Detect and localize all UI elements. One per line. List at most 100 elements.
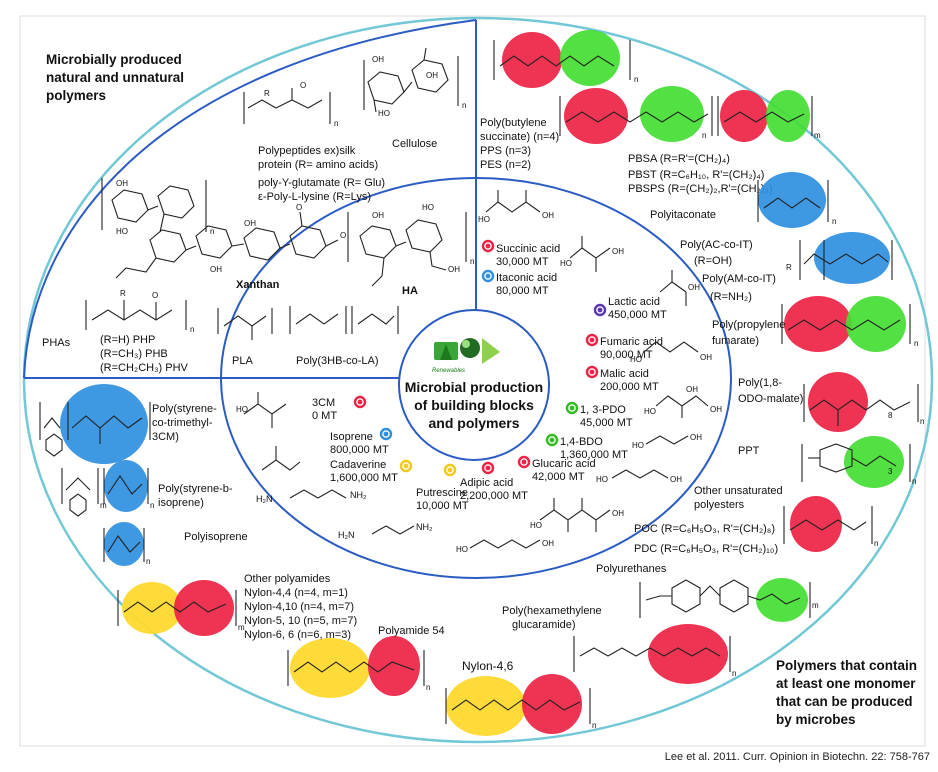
polypeptide-line-3: poly-Y-glutamate (R= Glu) xyxy=(258,177,385,189)
other-polyamide-line-2: Nylon-4,4 (n=4, m=1) xyxy=(244,587,348,599)
building-block-name-2: Lactic acid xyxy=(608,296,660,308)
pla-structure xyxy=(217,308,273,340)
glucaric-acid-structure xyxy=(539,498,611,532)
lactic-oh: OH xyxy=(688,283,700,292)
bottom-right-title-line-4: by microbes xyxy=(776,712,856,727)
center-title-line-1: Microbial production xyxy=(405,379,543,395)
phas-label: PHAs xyxy=(42,337,71,349)
podo-structure xyxy=(803,372,919,432)
3cm-structure xyxy=(243,392,287,428)
pha-variant-2: (R=CH₃) PHB xyxy=(100,348,168,360)
malic-acid-structure xyxy=(655,395,709,418)
building-block-name-10: Cadaverine xyxy=(330,459,386,471)
cadaverine-h2n: H₂N xyxy=(256,494,273,504)
putrescine-structure xyxy=(371,525,415,535)
building-block-dot-core-7 xyxy=(521,459,527,465)
pbs-line-1: Poly(butylene xyxy=(480,117,547,129)
polyisoprene-n: n xyxy=(146,557,150,566)
xanthan-o-2: O xyxy=(340,231,346,240)
building-block-name-12: 3CM xyxy=(312,397,335,409)
polypeptide-structure xyxy=(243,88,331,124)
cellulose-n: n xyxy=(462,101,466,110)
polyisoprene-label: Polyisoprene xyxy=(184,531,248,543)
pbs-line-2: succinate) (n=4) xyxy=(480,131,559,143)
unsat-line-2: polyesters xyxy=(694,499,745,511)
ppf-line-1: Poly(propylene xyxy=(712,319,785,331)
polypeptide-n: n xyxy=(334,119,338,128)
top-left-title-line-3: polymers xyxy=(46,88,106,103)
xanthan-o-1: O xyxy=(296,203,302,212)
ha-oh: OH xyxy=(372,211,384,220)
citation: Lee et al. 2011. Curr. Opinion in Biotec… xyxy=(665,751,930,763)
polyamide54-structure xyxy=(287,636,425,698)
ppt-3: 3 xyxy=(888,467,893,476)
phg-line-2: glucaramide) xyxy=(512,619,576,631)
ppf-n: n xyxy=(914,339,918,348)
pdo-structure xyxy=(645,435,689,445)
malic-ho: HO xyxy=(644,407,656,416)
building-block-name-8: Adipic acid xyxy=(460,477,513,489)
pdo-oh: OH xyxy=(690,433,702,442)
nylon46-n: n xyxy=(592,721,596,730)
pbsa-n: n xyxy=(702,131,706,140)
poly-ac-it-line-1: Poly(AC-co-IT) xyxy=(680,239,753,251)
psi-line-2: isoprene) xyxy=(158,497,204,509)
pbsa-line-3: PBSPS (R=(CH₂)₂,R'=(CH₂)₃) xyxy=(628,183,773,195)
pha-variant-3: (R=CH₂CH₃) PHV xyxy=(100,362,189,374)
building-block-amount-10: 1,600,000 MT xyxy=(330,472,398,484)
itaconic-ho: HO xyxy=(560,259,572,268)
unsat-n: n xyxy=(874,539,878,548)
building-block-dot-core-8 xyxy=(485,465,491,471)
unsat-line-1: Other unsaturated xyxy=(694,485,783,497)
cellulose-structure xyxy=(363,47,459,113)
building-block-name-9: Putrescine xyxy=(416,487,468,499)
building-block-name-11: Isoprene xyxy=(330,431,373,443)
building-block-amount-11: 800,000 MT xyxy=(330,444,389,456)
malic-oh-2: OH xyxy=(710,405,722,414)
building-block-dot-core-1 xyxy=(485,273,491,279)
building-block-name-3: Fumaric acid xyxy=(600,336,663,348)
xanthan-n: n xyxy=(210,227,214,236)
bottom-right-title-line-2: at least one monomer xyxy=(776,676,916,691)
itaconic-acid-structure xyxy=(569,236,611,272)
pstc-line-2: co-trimethyl- xyxy=(152,417,213,429)
xanthan-oh-3: OH xyxy=(210,265,222,274)
outer-ring xyxy=(22,16,934,744)
pha-r: R xyxy=(120,289,126,298)
psi-structure xyxy=(61,460,149,517)
polypeptide-line-4: ε-Poly-L-lysine (R=Lys) xyxy=(258,191,371,203)
building-block-dot-core-11 xyxy=(383,431,389,437)
isoprene-structure xyxy=(261,446,301,471)
unsat-polyester-structure xyxy=(783,496,873,552)
building-block-dot-core-3 xyxy=(589,337,595,343)
bdo-structure xyxy=(611,469,669,479)
cellulose-oh-1: OH xyxy=(372,55,384,64)
other-polyamide-line-4: Nylon-5, 10 (n=5, m=7) xyxy=(244,615,357,627)
cellulose-oh-2: OH xyxy=(426,71,438,80)
center-title-line-3: and polymers xyxy=(428,415,519,431)
succinic-acid-structure xyxy=(485,190,541,213)
polyamide54-n: n xyxy=(426,683,430,692)
pstc-line-3: 3CM) xyxy=(152,431,179,443)
other-polyamide-m: m xyxy=(238,623,245,632)
polyurethane-structure xyxy=(639,578,811,622)
building-block-amount-2: 450,000 MT xyxy=(608,309,667,321)
poly-ac-it-r: R xyxy=(786,263,792,272)
pbsa-structure xyxy=(559,86,813,144)
ppt-label: PPT xyxy=(738,445,760,457)
succinic-ho: HO xyxy=(478,215,490,224)
building-block-name-1: Itaconic acid xyxy=(496,272,557,284)
other-polyamide-line-1: Other polyamides xyxy=(244,573,331,585)
poc-line-1: POC (R=C₆H₅O₃, R'=(CH₂)₈) xyxy=(634,523,775,535)
ha-n: n xyxy=(470,257,474,266)
phg-n: n xyxy=(732,669,736,678)
xanthan-ho-1: HO xyxy=(116,227,128,236)
pbs-structure xyxy=(493,30,631,88)
ha-structure xyxy=(347,212,467,287)
building-block-dot-core-4 xyxy=(589,369,595,375)
